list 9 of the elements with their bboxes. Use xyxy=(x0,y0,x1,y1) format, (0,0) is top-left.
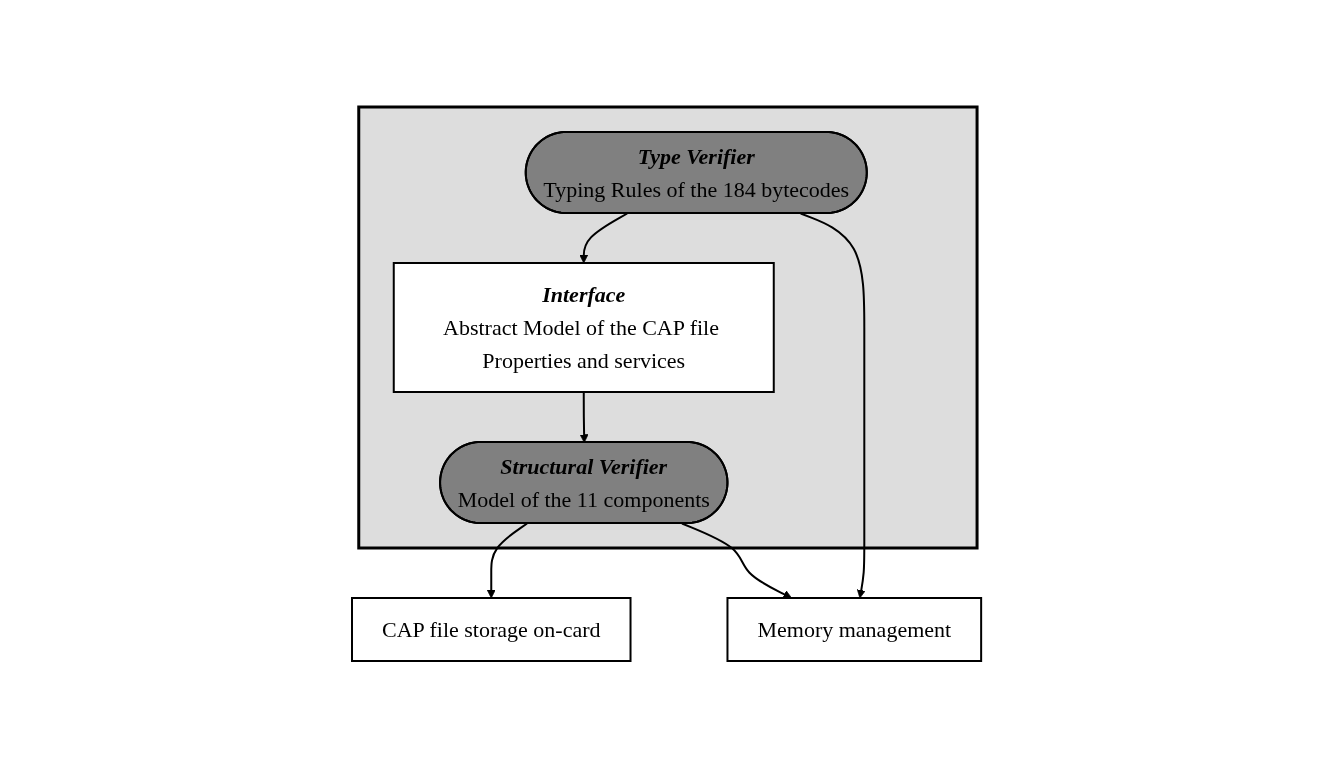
node-box: Memory management xyxy=(726,596,983,662)
cluster xyxy=(357,105,979,549)
node-box: Interface Abstract Model of the CAP file Properties and services xyxy=(392,261,775,393)
node-box: CAP file storage on-card xyxy=(350,596,632,662)
arrow xyxy=(579,390,589,443)
arrow xyxy=(579,212,629,263)
arrow xyxy=(680,522,792,598)
arrow xyxy=(486,522,528,598)
arrow xyxy=(799,212,866,598)
